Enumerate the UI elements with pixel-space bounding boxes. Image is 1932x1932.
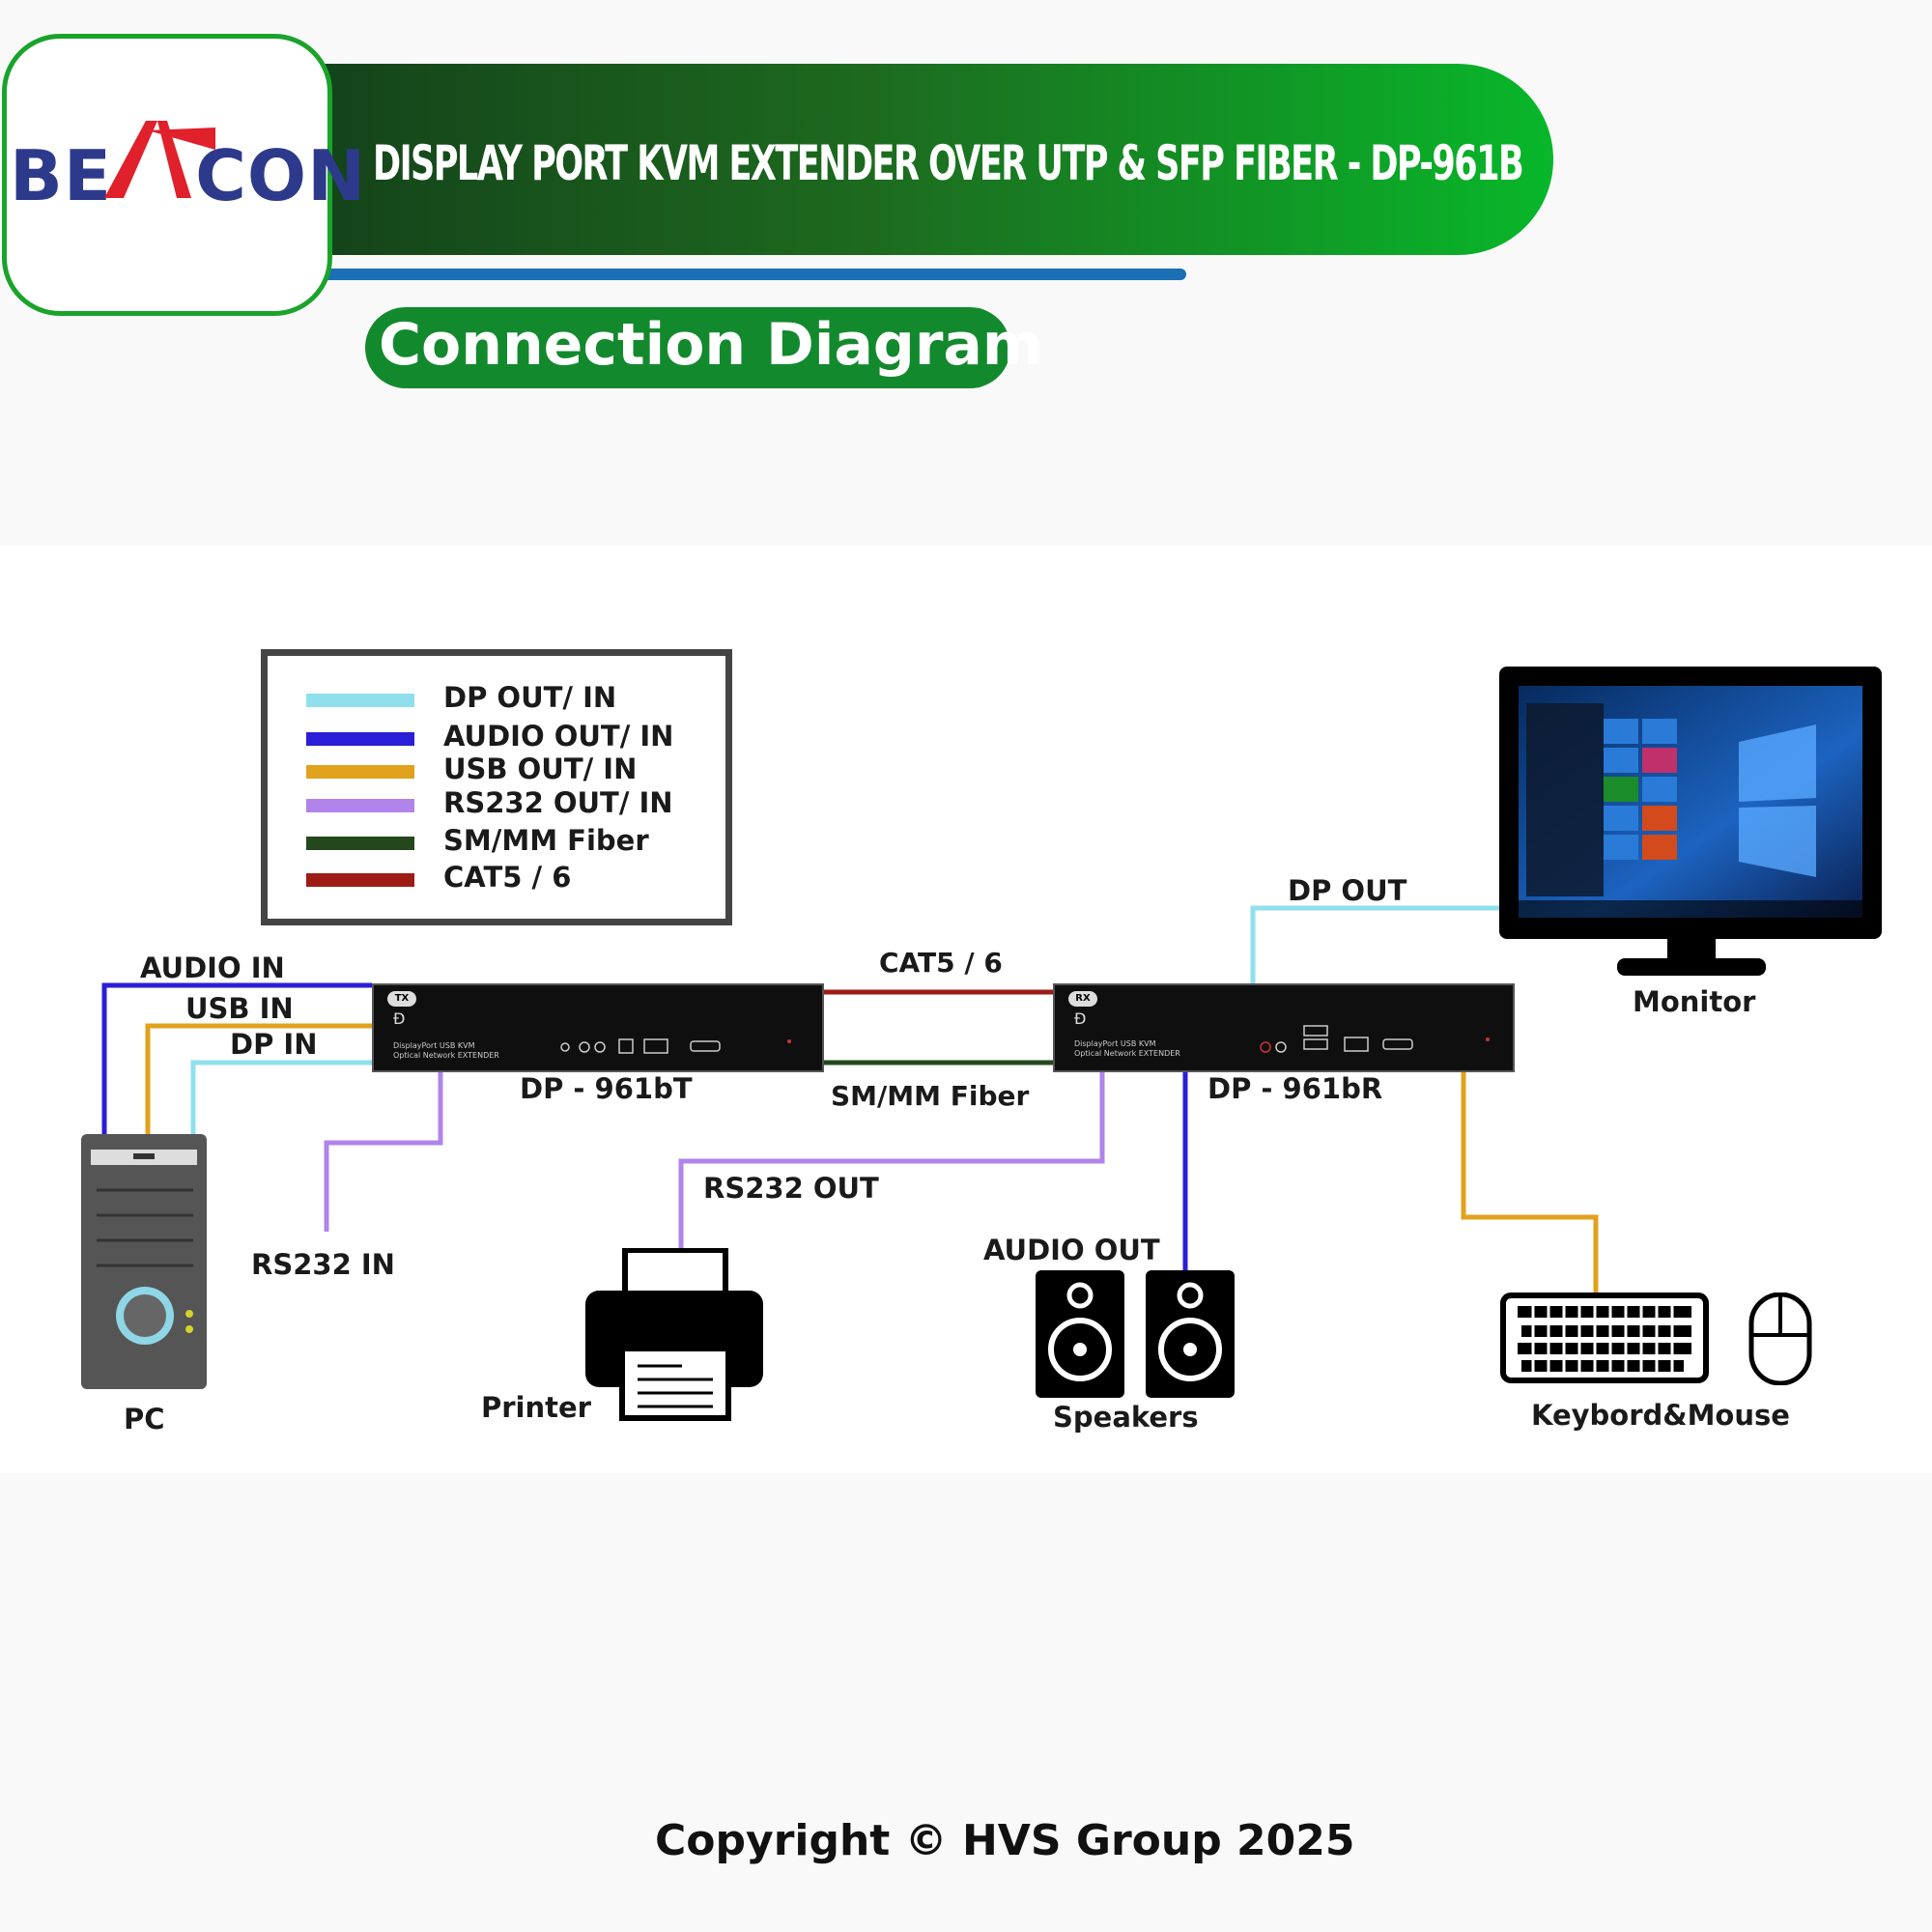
logo-text-right: CON — [195, 135, 367, 216]
legend-label: AUDIO OUT/ IN — [443, 720, 674, 753]
title-banner — [309, 64, 1553, 255]
rs232-in-cable — [324, 1072, 443, 1232]
printer-label: Printer — [481, 1391, 591, 1424]
legend-swatch — [306, 694, 414, 707]
legend-label: RS232 OUT/ IN — [443, 786, 673, 819]
page-title: DISPLAY PORT KVM EXTENDER OVER UTP & SFP… — [373, 135, 1524, 191]
speakers-icon — [1036, 1270, 1235, 1398]
legend-swatch — [306, 837, 414, 850]
legend-swatch — [306, 873, 414, 887]
usb-in-cable — [145, 1023, 372, 1135]
usb-out-cable — [1461, 1072, 1599, 1294]
monitor-label: Monitor — [1633, 985, 1756, 1018]
copyright-text: Copyright © HVS Group 2025 — [655, 1816, 1355, 1865]
printer-icon — [585, 1248, 763, 1421]
audio-in-label: AUDIO IN — [140, 952, 285, 984]
tx-ports-icon — [560, 1038, 791, 1054]
subtitle-pill — [365, 307, 1010, 388]
rs232-out-cable — [678, 1072, 1105, 1251]
tx-badge: TX — [387, 991, 416, 1007]
title-underline — [319, 269, 1186, 280]
keyboard-mouse-icon — [1500, 1293, 1812, 1385]
keyboard-mouse-label: Keybord&Mouse — [1531, 1399, 1790, 1432]
dp-in-label: DP IN — [230, 1028, 318, 1061]
fiber-label: SM/MM Fiber — [831, 1080, 1030, 1112]
rx-badge: RX — [1068, 991, 1097, 1007]
color-legend: DP OUT/ IN AUDIO OUT/ IN USB OUT/ IN RS2… — [261, 649, 732, 925]
logo-text-left: BE — [10, 135, 113, 216]
tx-model-label: DP - 961bT — [520, 1072, 693, 1105]
displayport-icon: Ð — [393, 1009, 406, 1028]
dp-out-cable — [1250, 905, 1500, 985]
legend-swatch — [306, 732, 414, 746]
page-subtitle: Connection Diagram — [379, 311, 1043, 379]
logo-mark-icon — [104, 121, 215, 198]
usb-in-label: USB IN — [185, 992, 294, 1025]
logo-badge — [2, 34, 332, 316]
rs232-in-label: RS232 IN — [251, 1248, 395, 1281]
rs232-out-label: RS232 OUT — [703, 1172, 879, 1205]
legend-label: SM/MM Fiber — [443, 824, 649, 857]
pc-label: PC — [124, 1403, 165, 1435]
dp-in-cable — [190, 1060, 372, 1135]
legend-label: DP OUT/ IN — [443, 681, 617, 714]
monitor-icon — [1499, 667, 1882, 976]
audio-in-cable — [101, 982, 372, 1135]
rx-ports-icon — [1260, 1025, 1490, 1053]
legend-swatch — [306, 765, 414, 779]
legend-swatch — [306, 799, 414, 812]
dp-out-label: DP OUT — [1288, 874, 1407, 907]
legend-label: USB OUT/ IN — [443, 753, 638, 785]
speakers-label: Speakers — [1053, 1401, 1199, 1434]
brand-logo: BE CON — [10, 135, 366, 216]
audio-out-label: AUDIO OUT — [983, 1234, 1160, 1266]
cat-label: CAT5 / 6 — [879, 947, 1003, 979]
legend-label: CAT5 / 6 — [443, 861, 572, 894]
pc-tower-icon — [81, 1134, 207, 1389]
displayport-icon: Ð — [1074, 1009, 1087, 1028]
rx-model-label: DP - 961bR — [1208, 1072, 1383, 1105]
